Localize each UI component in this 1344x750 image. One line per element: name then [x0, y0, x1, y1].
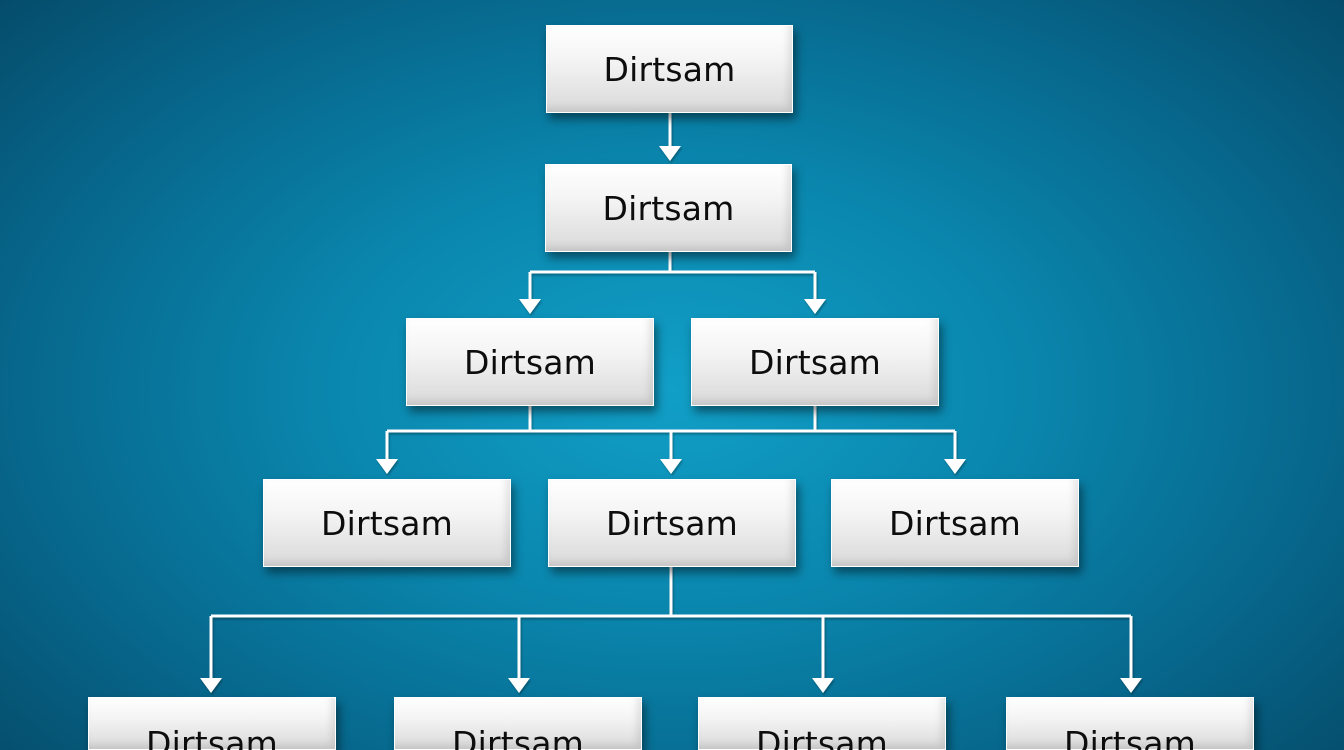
arrowhead	[944, 459, 966, 474]
node-level-5-4: Dirtsam	[1006, 697, 1254, 750]
node-label: Dirtsam	[145, 724, 279, 750]
node-level-5-2: Dirtsam	[394, 697, 642, 750]
node-level-3-2: Dirtsam	[691, 318, 939, 406]
node-label: Dirtsam	[1063, 724, 1197, 750]
node-label: Dirtsam	[463, 342, 597, 382]
arrowhead	[376, 459, 398, 474]
node-label: Dirtsam	[451, 724, 585, 750]
arrowhead	[804, 299, 826, 314]
node-label: Dirtsam	[605, 503, 739, 543]
node-level-3-1: Dirtsam	[406, 318, 654, 406]
node-label: Dirtsam	[320, 503, 454, 543]
node-level-2-1: Dirtsam	[545, 164, 792, 252]
node-level-5-1: Dirtsam	[88, 697, 336, 750]
node-level-4-3: Dirtsam	[831, 479, 1079, 567]
node-label: Dirtsam	[748, 342, 882, 382]
arrowhead	[660, 459, 682, 474]
node-level-4-2: Dirtsam	[548, 479, 796, 567]
arrowhead	[812, 678, 834, 693]
arrowhead	[200, 678, 222, 693]
node-level-5-3: Dirtsam	[698, 697, 946, 750]
node-level-4-1: Dirtsam	[263, 479, 511, 567]
arrowhead	[519, 299, 541, 314]
arrowhead	[659, 146, 681, 161]
node-label: Dirtsam	[888, 503, 1022, 543]
node-label: Dirtsam	[603, 49, 736, 89]
node-label: Dirtsam	[602, 188, 735, 228]
node-level-1-1: Dirtsam	[546, 25, 793, 113]
arrowhead	[508, 678, 530, 693]
node-label: Dirtsam	[755, 724, 889, 750]
arrowhead	[1120, 678, 1142, 693]
